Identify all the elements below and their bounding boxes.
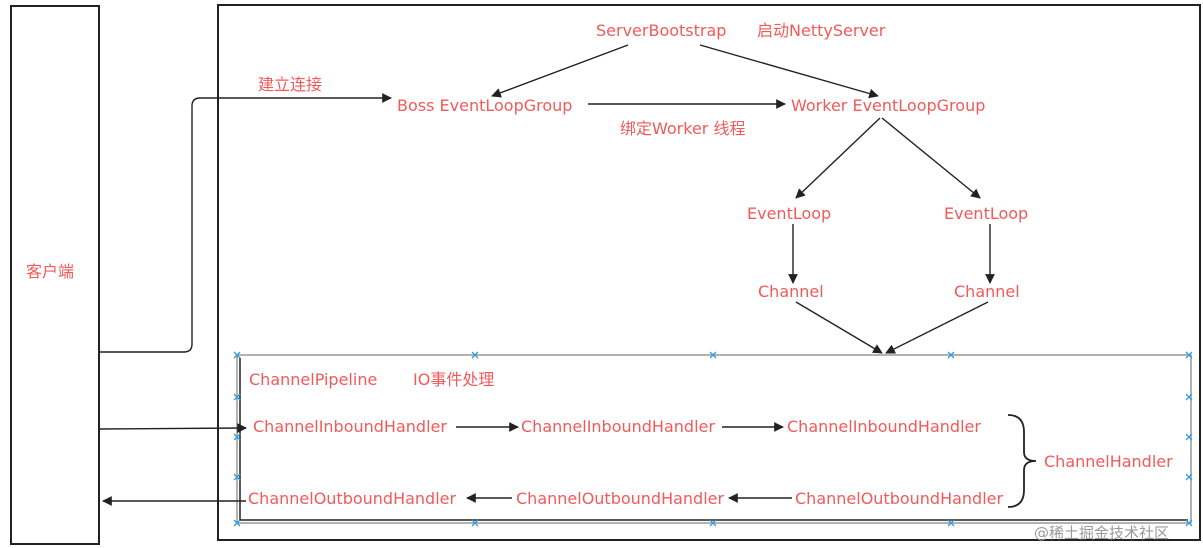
- inbound-handler-2: ChannelInboundHandler: [521, 417, 715, 436]
- pipeline-title-note: IO事件处理: [413, 370, 495, 389]
- outbound-handler-2: ChannelOutboundHandler: [516, 489, 725, 508]
- channel-1: Channel: [758, 282, 824, 301]
- channel-handler-label: ChannelHandler: [1044, 452, 1173, 471]
- edge-client-connect-to-boss: [100, 93, 392, 353]
- pipeline-title: ChannelPipeline: [249, 370, 378, 389]
- edge-worker-to-eventloop-2: [881, 117, 981, 199]
- channel-2: Channel: [954, 282, 1020, 301]
- outbound-handler-3: ChannelOutboundHandler: [795, 489, 1004, 508]
- edge-worker-to-eventloop-1: [795, 117, 881, 199]
- edge-bootstrap-to-boss: [491, 44, 629, 98]
- edge-channel-2-to-pipeline: [885, 301, 989, 354]
- server-bootstrap-note: 启动NettyServer: [757, 21, 886, 40]
- bind-worker-label: 绑定Worker 线程: [620, 119, 746, 138]
- inbound-handler-3: ChannelInboundHandler: [787, 417, 981, 436]
- event-loop-2: EventLoop: [944, 204, 1029, 223]
- client-box: [10, 5, 100, 545]
- connect-label: 建立连接: [258, 75, 323, 94]
- client-label: 客户端: [26, 262, 75, 281]
- server-box: [217, 4, 1201, 541]
- edge-client-to-inbound-1: [99, 423, 247, 433]
- boss-group-label: Boss EventLoopGroup: [397, 96, 573, 115]
- outbound-handler-1: ChannelOutboundHandler: [248, 489, 457, 508]
- event-loop-1: EventLoop: [747, 204, 832, 223]
- server-bootstrap-label: ServerBootstrap: [596, 21, 727, 40]
- selection-markers: [233, 351, 1193, 527]
- watermark: @稀土掘金技术社区: [1034, 524, 1170, 542]
- handler-group-brace: [1007, 414, 1037, 508]
- inbound-handler-1: ChannelInboundHandler: [253, 417, 447, 436]
- worker-group-label: Worker EventLoopGroup: [791, 96, 986, 115]
- edge-channel-1-to-pipeline: [795, 301, 883, 354]
- edge-bootstrap-to-worker: [699, 44, 879, 99]
